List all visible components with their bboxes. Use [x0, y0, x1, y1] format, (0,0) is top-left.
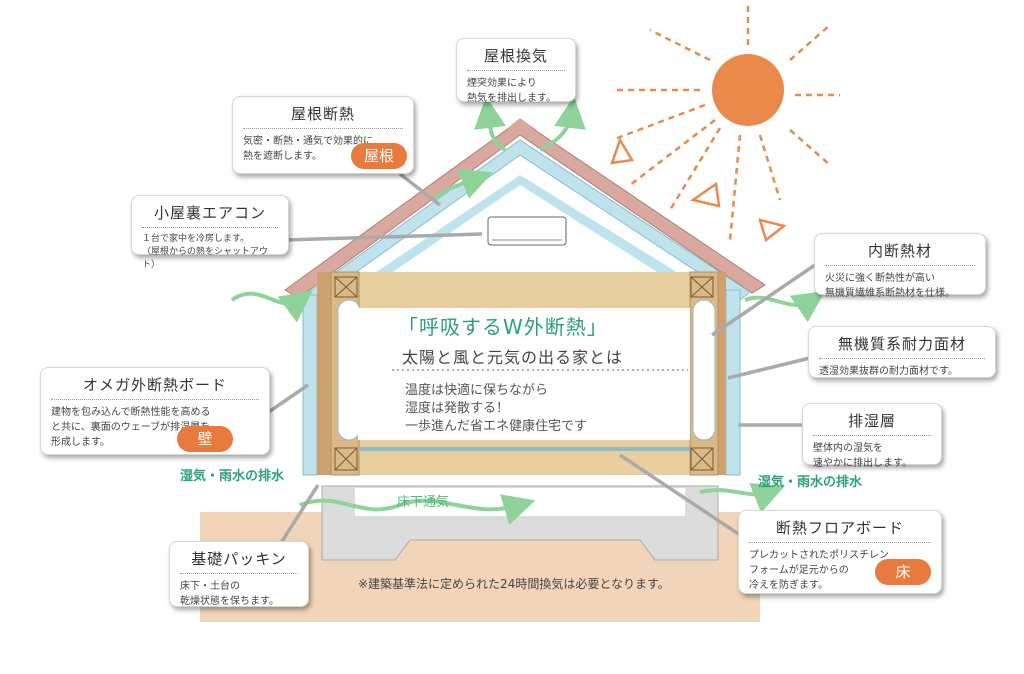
footnote: ※建築基準法に定められた24時間換気は必要となります。: [358, 577, 670, 591]
callout-floor-board: 断熱フロアボード プレカットされたポリスチレン フォームが足元からの 冷えを防ぎ…: [738, 510, 942, 594]
callout-roof-insulation: 屋根断熱 気密・断熱・通気で効果的に 熱を遮断します。 屋根: [232, 96, 414, 174]
center-body: 温度は快適に保ちながら 湿度は発散する！ 一歩進んだ省エネ健康住宅です: [405, 383, 588, 434]
drain-label-left: 湿気・雨水の排水: [180, 469, 285, 484]
callout-body: 壁体内の湿気を 速やかに排出します。: [813, 443, 912, 469]
callout-title: 小屋裏エアコン: [142, 202, 278, 228]
drain-label-right: 湿気・雨水の排水: [758, 475, 863, 490]
walls: [302, 271, 741, 476]
callout-structural-panel: 無機質系耐力面材 透湿効果抜群の耐力面材です。: [808, 326, 996, 378]
callout-body: 透湿効果抜群の耐力面材です。: [819, 366, 958, 377]
callout-body: 建物を包み込んで断熱性能を高める と共に、裏面のウェーブが排湿層を 形成します。: [51, 407, 211, 448]
callout-attic-ac: 小屋裏エアコン １台で家中を冷房します。 （屋根からの熱をシャットアウト）: [131, 195, 289, 270]
airflow: [230, 96, 826, 525]
underfloor-vent-label: 床下通気: [397, 495, 450, 510]
air-conditioner: [487, 216, 567, 246]
center-title: 「呼吸するW外断熱」: [398, 315, 608, 339]
callout-title: 排湿層: [813, 410, 931, 436]
badge-wall: 壁: [177, 426, 233, 452]
callout-body: 気密・断熱・通気で効果的に 熱を遮断します。: [243, 136, 373, 162]
callout-body: １台で家中を冷房します。 （屋根からの熱をシャットアウト）: [142, 234, 269, 270]
center-subtitle: 太陽と風と元気の出る家とは: [402, 348, 624, 367]
callout-body: 煙突効果により 熱気を排出します。: [467, 78, 556, 104]
badge-roof: 屋根: [351, 143, 407, 169]
callout-title: 内断熱材: [825, 240, 975, 266]
callout-body: 火災に強く断熱性が高い 無機質繊維系断熱材を仕様。: [825, 273, 955, 299]
callout-inner-insulation: 内断熱材 火災に強く断熱性が高い 無機質繊維系断熱材を仕様。: [814, 233, 986, 299]
callout-title: 屋根換気: [467, 45, 565, 71]
callout-dehumid-layer: 排湿層 壁体内の湿気を 速やかに排出します。: [802, 403, 942, 469]
callout-title: 無機質系耐力面材: [819, 333, 985, 359]
callout-roof-vent: 屋根換気 煙突効果により 熱気を排出します。: [456, 38, 576, 104]
callout-title: 基礎パッキン: [180, 548, 298, 574]
callout-title: オメガ外断熱ボード: [51, 374, 259, 400]
callout-body: 床下・土台の 乾燥状態を保ちます。: [180, 581, 279, 607]
sun: [610, 5, 840, 243]
callout-title: 断熱フロアボード: [749, 517, 931, 543]
callout-foundation-packing: 基礎パッキン 床下・土台の 乾燥状態を保ちます。: [169, 541, 309, 607]
callout-body: プレカットされたポリスチレン フォームが足元からの 冷えを防ぎます。: [749, 550, 889, 591]
callout-omega-board: オメガ外断熱ボード 建物を包み込んで断熱性能を高める と共に、裏面のウェーブが排…: [40, 367, 270, 455]
callout-title: 屋根断熱: [243, 103, 403, 129]
badge-floor: 床: [875, 559, 931, 585]
